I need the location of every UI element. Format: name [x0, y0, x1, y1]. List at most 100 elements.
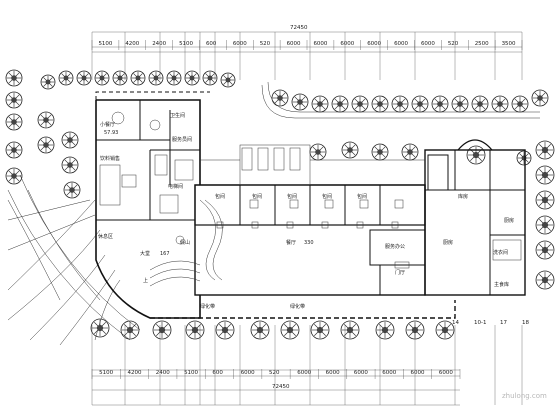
- tree-rows: [5, 69, 555, 340]
- top-dim-label: 520: [260, 41, 271, 47]
- axis-label-17: 17: [500, 320, 507, 326]
- bottom-dim-label: 6000: [382, 370, 396, 376]
- tree-icon: [351, 95, 369, 113]
- tree-icon: [5, 113, 23, 131]
- top-dimension-labels: 5100 4200 2400 5100 600 6000 520 6000 6000 6000 60…: [91, 40, 523, 50]
- room-xiyi: 洗衣间: [493, 249, 508, 256]
- tree-icon: [291, 93, 309, 111]
- room-menting: 门厅: [395, 269, 405, 276]
- room-ruhua: 绿化带: [200, 303, 215, 310]
- tree-icon: [5, 167, 23, 185]
- tree-icon: [5, 69, 23, 87]
- room-baojian-b: 包间: [252, 193, 262, 200]
- tree-icon: [184, 70, 200, 86]
- tree-icon: [371, 95, 389, 113]
- bottom-total-dimension: 72450: [272, 384, 290, 390]
- tree-icon: [340, 320, 360, 340]
- top-dim-label: 6000: [313, 41, 327, 47]
- tree-icon: [531, 89, 549, 107]
- room-xiuxiqu: 休息区: [98, 233, 113, 240]
- tree-icon: [535, 240, 555, 260]
- tree-icon: [40, 74, 56, 90]
- bottom-dim-label: 5100: [184, 370, 198, 376]
- lawn-fan: [7, 174, 141, 346]
- room-xiaocanting: 小餐厅: [100, 121, 115, 128]
- tree-icon: [341, 141, 359, 159]
- tree-icon: [535, 215, 555, 235]
- tree-icon: [5, 91, 23, 109]
- axis-grid-lines: [91, 32, 523, 405]
- tree-icon: [215, 320, 235, 340]
- tree-icon: [451, 95, 469, 113]
- top-dimension-chain: 72450 5100 4200 2400 5100 600 6000 520 6000 6000…: [91, 25, 523, 53]
- room-dating: 大堂: [140, 250, 150, 257]
- tree-icon: [166, 70, 182, 86]
- room-labels: 小餐厅 57.93 卫生间 服务员间 饮料销售 休息区 电梯间 大堂 167 包…: [98, 112, 514, 310]
- tree-icon: [120, 320, 140, 340]
- tree-icon: [310, 320, 330, 340]
- dashed-boundary: [95, 91, 456, 319]
- tree-icon: [401, 143, 419, 161]
- bottom-dim-label: 600: [212, 370, 223, 376]
- tree-icon: [58, 70, 74, 86]
- room-baojian-d: 包间: [322, 193, 332, 200]
- bottom-dim-label: 2400: [156, 370, 170, 376]
- top-dim-label: 520: [448, 41, 459, 47]
- tree-icon: [148, 70, 164, 86]
- tree-icon: [411, 95, 429, 113]
- top-dim-label: 6000: [367, 41, 381, 47]
- tree-icon: [371, 143, 389, 161]
- tree-icon: [375, 320, 395, 340]
- tree-icon: [516, 150, 532, 166]
- room-dating-area: 167: [160, 251, 170, 257]
- top-dim-label: 2400: [152, 41, 166, 47]
- room-jiashan: 假山: [180, 239, 190, 246]
- tree-icon: [220, 72, 236, 88]
- tree-icon: [535, 270, 555, 290]
- tree-icon: [535, 165, 555, 185]
- tree-icon: [511, 95, 529, 113]
- room-zhushi: 主食库: [494, 281, 509, 288]
- tree-icon: [185, 320, 205, 340]
- tree-icon: [391, 95, 409, 113]
- top-dim-label: 5100: [98, 41, 112, 47]
- room-chufang2: 厨房: [504, 217, 514, 224]
- top-dim-label: 3500: [502, 41, 516, 47]
- room-baojian-e: 包间: [357, 193, 367, 200]
- tree-icon: [94, 70, 110, 86]
- tree-icon: [405, 320, 425, 340]
- room-yinshi: 饮料销售: [100, 155, 120, 162]
- watermark: zhulong.com: [502, 392, 547, 400]
- tree-icon: [280, 320, 300, 340]
- room-shang: 上: [143, 277, 148, 284]
- room-fuwuban: 服务办公: [385, 243, 405, 250]
- room-weishengjian: 卫生间: [170, 112, 185, 119]
- tree-icon: [37, 136, 55, 154]
- room-xiaocanting-area: 57.93: [104, 130, 118, 136]
- top-dim-label: 6000: [394, 41, 408, 47]
- axis-label-18: 18: [522, 320, 529, 326]
- bottom-dim-label: 4200: [127, 370, 141, 376]
- tree-icon: [63, 181, 81, 199]
- room-canting: 餐厅: [286, 239, 296, 246]
- top-dim-label: 6000: [287, 41, 301, 47]
- tree-icon: [491, 95, 509, 113]
- room-lvhuadai: 绿化带: [290, 303, 305, 310]
- bottom-dim-label: 6000: [241, 370, 255, 376]
- top-total-dimension: 72450: [290, 25, 308, 31]
- tree-icon: [90, 318, 110, 338]
- top-dim-label: 4200: [125, 41, 139, 47]
- tree-icon: [112, 70, 128, 86]
- tree-icon: [466, 145, 486, 165]
- top-dim-label: 6000: [421, 41, 435, 47]
- top-dim-label: 2500: [475, 41, 489, 47]
- top-dim-label: 5100: [179, 41, 193, 47]
- tree-icon: [5, 141, 23, 159]
- tree-icon: [202, 70, 218, 86]
- tree-icon: [61, 156, 79, 174]
- top-dim-label: 600: [206, 41, 217, 47]
- bottom-dim-label: 6000: [354, 370, 368, 376]
